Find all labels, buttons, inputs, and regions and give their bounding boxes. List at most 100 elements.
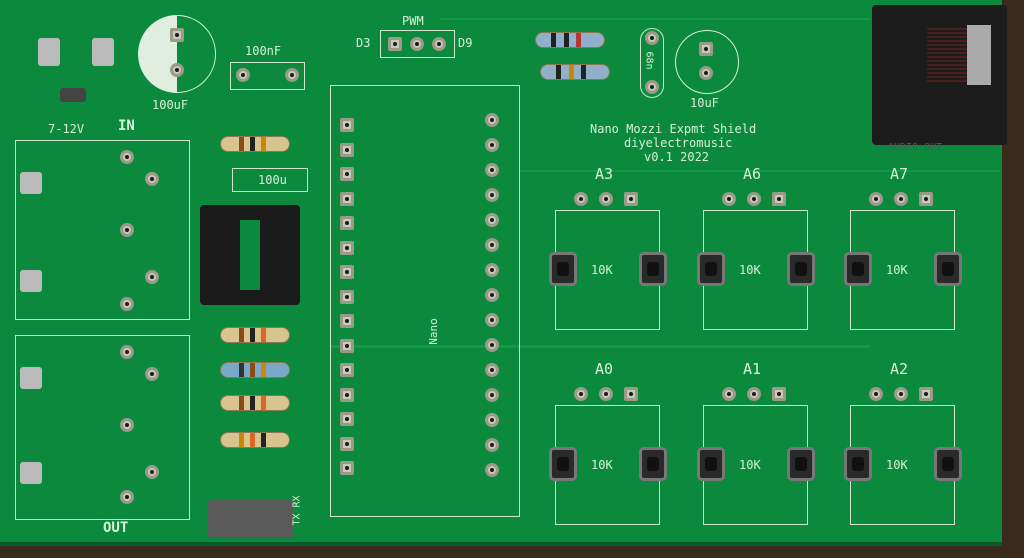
pot-knob-right [787, 252, 815, 286]
nano-pin [485, 238, 499, 252]
jack-pin [120, 418, 134, 432]
nano-pin [340, 167, 354, 181]
jack-pin [120, 297, 134, 311]
nano-pin [485, 263, 499, 277]
nano-outline [330, 85, 520, 517]
nano-pin [340, 436, 354, 451]
pwm-pin [388, 37, 402, 51]
jack-grille [927, 27, 967, 82]
out-jack-outline [15, 335, 190, 520]
board-title: Nano Mozzi Expmt Shield [590, 122, 757, 136]
resistor-band [239, 137, 244, 151]
power-switch[interactable] [208, 500, 293, 538]
nano-pin [485, 113, 499, 127]
nano-pin [340, 412, 354, 426]
pot-pin [894, 387, 908, 401]
pot-pin [869, 387, 883, 401]
pot-knob-left [844, 252, 872, 286]
audio-out-label: AUDIO OUT [888, 142, 943, 153]
board-author: diyelectromusic [624, 136, 733, 150]
resistor-band [261, 433, 266, 447]
pot-knob-left [844, 447, 872, 481]
resistor-band [261, 363, 266, 377]
resistor [220, 136, 290, 152]
ic-socket [200, 205, 300, 305]
cap-pin [645, 80, 659, 94]
pwm-pin [410, 37, 424, 51]
pot-value: 10K [739, 458, 761, 472]
in-label: IN [118, 118, 135, 134]
nano-label: Nano [426, 318, 440, 345]
pot-pin [894, 192, 908, 206]
voltage-label: 7-12V [48, 122, 85, 136]
resistor [535, 32, 605, 48]
nano-pin [340, 191, 354, 206]
jack-pin [145, 172, 159, 186]
pot-pin [574, 192, 588, 206]
nano-pin [485, 288, 499, 302]
txrx-label: TX RX [291, 495, 303, 526]
nano-pin [340, 142, 354, 157]
jack-pad [20, 367, 42, 389]
jack-pin [120, 223, 134, 237]
nano-pin [485, 213, 499, 227]
resistor-band [239, 328, 244, 342]
pwm-header-outline [380, 30, 455, 58]
resistor [220, 362, 290, 378]
pot-pin [772, 192, 786, 206]
jack-pad [20, 172, 42, 194]
nano-pin [485, 438, 499, 452]
nano-pin [485, 388, 499, 402]
jack-pad [20, 270, 42, 292]
resistor-band [250, 328, 255, 342]
pot-value: 10K [591, 458, 613, 472]
resistor-band [250, 396, 255, 410]
pot-pin [624, 387, 638, 401]
cap-100u-label: 100u [258, 173, 287, 187]
jack-pin [145, 270, 159, 284]
pot-knob-left [697, 447, 725, 481]
pot-pin [624, 192, 638, 206]
resistor-band [239, 433, 244, 447]
diode [60, 88, 86, 102]
resistor [220, 432, 290, 448]
out-label: OUT [103, 520, 129, 536]
jack-pad [20, 462, 42, 484]
nano-pin [340, 289, 354, 304]
pot-value: 10K [886, 458, 908, 472]
resistor-band [250, 433, 255, 447]
nano-pin [340, 363, 354, 377]
jack-pin [145, 367, 159, 381]
copper-trace [520, 170, 1000, 172]
dc-pad-right [92, 38, 114, 66]
jack-contact [967, 25, 991, 85]
pot-label: A7 [890, 165, 909, 183]
nano-pin [485, 163, 499, 177]
pot-pin [722, 387, 736, 401]
cap-pin [699, 42, 713, 56]
copper-trace [330, 345, 870, 348]
pot-pin [919, 387, 933, 401]
d9-label: D9 [458, 36, 473, 50]
pot-label: A1 [743, 360, 762, 378]
resistor [220, 395, 290, 411]
pot-label: A3 [595, 165, 614, 183]
copper-trace [440, 18, 870, 20]
nano-pin [340, 461, 354, 475]
pot-pin [574, 387, 588, 401]
nano-pin [485, 313, 499, 327]
pot-pin [747, 387, 761, 401]
resistor-band [250, 363, 255, 377]
cap-100uf-outline [138, 15, 216, 93]
pwm-pin [432, 37, 446, 51]
resistor-band [261, 137, 266, 151]
pot-pin [599, 387, 613, 401]
pot-label: A2 [890, 360, 909, 378]
jack-pin [120, 345, 134, 359]
pot-pin [869, 192, 883, 206]
pot-knob-right [787, 447, 815, 481]
cap-pin [236, 68, 250, 82]
pot-pin [919, 192, 933, 206]
jack-pin [120, 490, 134, 504]
cap-pin [645, 31, 659, 45]
